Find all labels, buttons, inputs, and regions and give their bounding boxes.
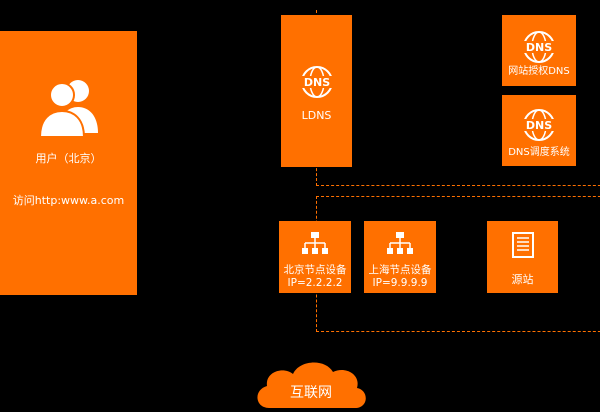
- auth-dns-box: DNS 网站授权DNS: [502, 15, 576, 86]
- origin-site-label: 源站: [511, 273, 534, 286]
- dns-icon: DNS: [522, 30, 556, 64]
- dns-icon: DNS: [522, 108, 556, 142]
- user-access-url: 访问http:www.a.com: [12, 194, 125, 207]
- beijing-node-name: 北京节点设备: [283, 264, 347, 276]
- internet-label: 互联网: [290, 385, 332, 401]
- svg-text:DNS: DNS: [304, 76, 330, 89]
- dns-scheduling-label: DNS调度系统: [508, 147, 570, 158]
- users-icon: [38, 75, 102, 143]
- auth-dns-label: 网站授权DNS: [508, 66, 570, 77]
- beijing-node-ip: IP=2.2.2.2: [287, 277, 343, 289]
- ldns-box: DNS LDNS: [281, 15, 352, 167]
- origin-site-box: 源站: [487, 221, 558, 293]
- shanghai-node-ip: IP=9.9.9.9: [372, 277, 428, 289]
- internet-cloud: 互联网: [251, 358, 371, 408]
- svg-text:DNS: DNS: [526, 41, 552, 54]
- shanghai-node-name: 上海节点设备: [368, 264, 432, 276]
- dns-icon: DNS: [300, 65, 334, 99]
- network-icon: [387, 232, 413, 260]
- user-box: 用户（北京） 访问http:www.a.com: [0, 31, 137, 295]
- ldns-label: LDNS: [301, 109, 332, 122]
- network-icon: [302, 232, 328, 260]
- user-title: 用户（北京）: [35, 152, 102, 165]
- svg-text:DNS: DNS: [526, 119, 552, 132]
- cloud-icon: [251, 358, 371, 412]
- dns-scheduling-box: DNS DNS调度系统: [502, 95, 576, 166]
- document-icon: [512, 232, 534, 262]
- beijing-node-box: 北京节点设备 IP=2.2.2.2: [279, 221, 351, 293]
- shanghai-node-box: 上海节点设备 IP=9.9.9.9: [364, 221, 436, 293]
